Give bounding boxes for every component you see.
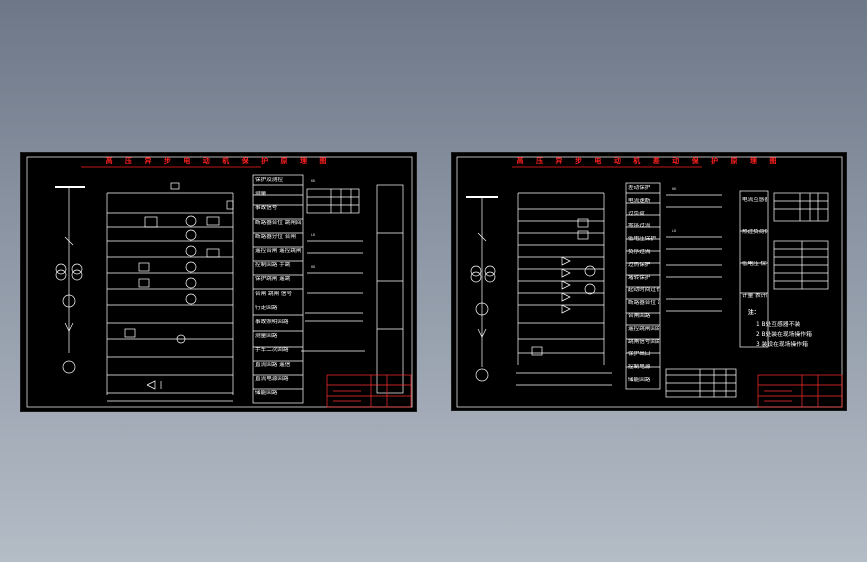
function-label: 测量 <box>255 191 267 198</box>
function-label: 差动保护 <box>628 185 651 191</box>
function-label: 断路器分位 合闸 <box>255 233 296 240</box>
function-label: 过热保护 <box>628 261 651 268</box>
function-label: 遥控合闸 遥控跳闸 <box>255 248 302 254</box>
label-table-lines <box>253 184 303 390</box>
note-item: 2 B处装在现场操作箱 <box>756 332 812 338</box>
tag-kk-right: KK <box>672 187 677 191</box>
side-label: 电流互感器 <box>742 197 767 203</box>
function-label: 起动时间过长 <box>628 287 659 294</box>
function-label: 控制电源 <box>628 364 651 371</box>
function-label: 保护及测控 <box>255 177 283 183</box>
side-label: 热过负荷保护 <box>742 229 767 235</box>
control-rungs <box>107 212 233 394</box>
tag-ld-right: LD <box>672 229 677 233</box>
title-block-right <box>757 374 843 408</box>
title-block-left <box>326 374 412 408</box>
function-label: 堵转保护 <box>628 274 651 281</box>
function-label: 控制回路 手跳 <box>255 262 291 269</box>
function-label: 事故照明回路 <box>255 319 289 325</box>
function-label: 低电压保护 <box>628 236 656 243</box>
function-label: 手车二次回路 <box>255 347 289 354</box>
function-label: 合闸回路 <box>628 313 651 319</box>
function-label: 断路器合位 跳闸 <box>628 300 659 307</box>
schematic-left <box>26 156 413 408</box>
sheet-title-left: 高 压 异 步 电 动 机 保 护 原 理 图 <box>105 157 332 165</box>
function-label: 负序过流 <box>628 249 651 255</box>
function-label: 保护出口 <box>628 351 651 358</box>
tag-kk-left: KK <box>311 179 316 183</box>
function-label: 行走回路 <box>255 304 278 311</box>
function-label: 测量回路 <box>255 333 278 340</box>
side-label: 计量 表计回路 <box>742 293 767 299</box>
function-label: 储能回路 <box>255 390 278 396</box>
function-label: 遥控跳闸回路 <box>628 325 659 332</box>
note-item: 1 B处互感器不装 <box>756 322 801 328</box>
drawing-sheet-right[interactable]: 高 压 异 步 电 动 机 差 动 保 护 原 理 图 差动保护电流速断过负荷零… <box>451 152 847 411</box>
function-label: 保护跳闸 遥跳 <box>255 276 291 283</box>
function-label: 直流电源回路 <box>255 375 289 382</box>
frame-right <box>456 156 843 408</box>
function-label: 合闸 跳闸 信号 <box>255 290 293 297</box>
function-label: 零序过流 <box>628 223 651 230</box>
function-label: 跳闸信号回路 <box>628 338 659 345</box>
frame-left <box>26 156 413 408</box>
function-label: 电流速断 <box>628 197 651 204</box>
function-label: 储能回路 <box>628 377 651 383</box>
sheet-title-right: 高 压 异 步 电 动 机 差 动 保 护 原 理 图 <box>516 157 782 165</box>
drawing-sheet-left[interactable]: 高 压 异 步 电 动 机 保 护 原 理 图 保护及测控测量事故信号断路器合位… <box>20 152 417 412</box>
tag-hd-left: HD <box>311 265 316 269</box>
function-label: 过负荷 <box>628 210 645 217</box>
schematic-right <box>456 156 843 408</box>
function-label: 直流回路 遥信 <box>255 361 291 368</box>
tag-ld-left: LD <box>311 233 316 237</box>
note-item: 3 装设在现场操作箱 <box>756 342 808 348</box>
function-label: 事故信号 <box>255 205 278 212</box>
function-label: 断路器合位 跳闸回路 <box>255 219 302 226</box>
side-label: 低电压 保护 <box>742 261 767 267</box>
notes-title: 注： <box>748 310 760 316</box>
